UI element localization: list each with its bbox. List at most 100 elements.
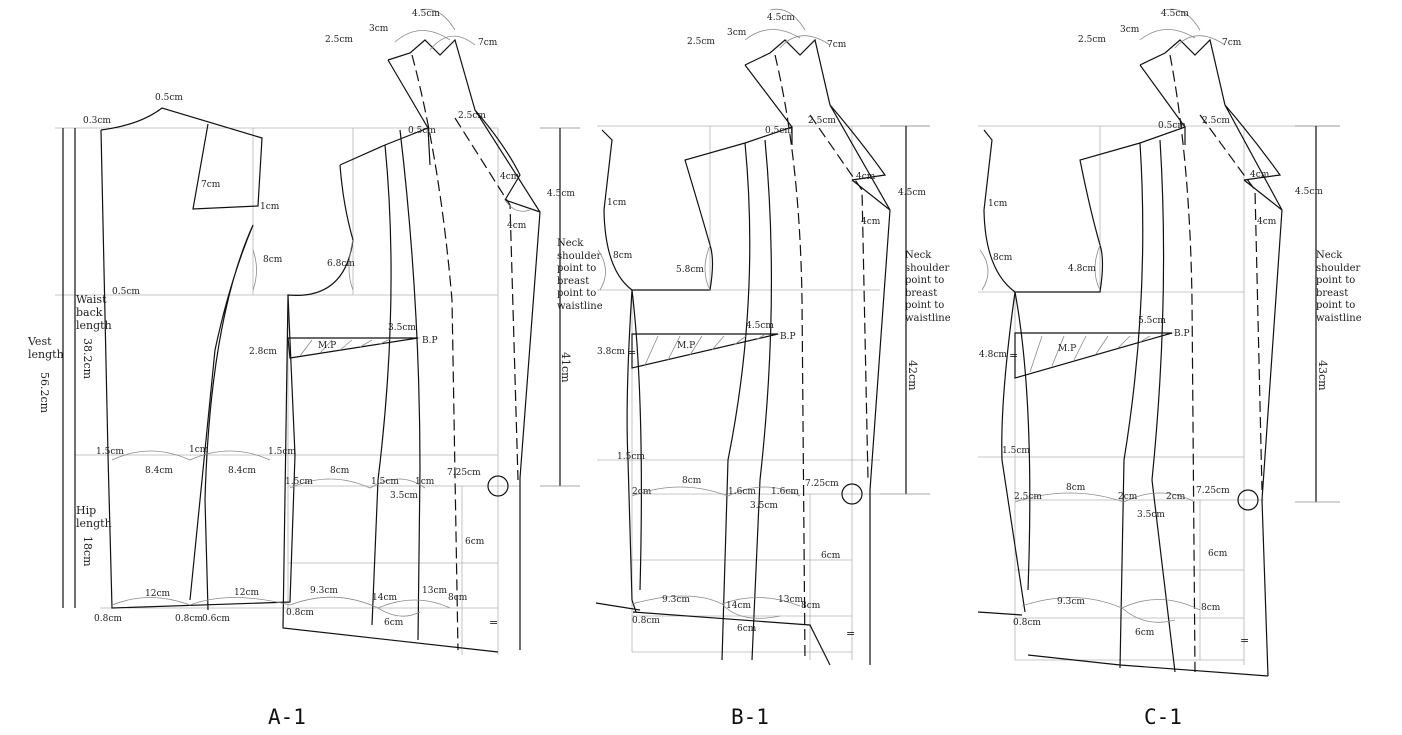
label-c1-bp: B.P bbox=[1174, 329, 1190, 339]
label-a1-m27: 1cm bbox=[415, 477, 435, 487]
label-a1-m20: 1cm bbox=[189, 445, 209, 455]
panel-a1-back-piece bbox=[100, 107, 354, 609]
label-b1-m25: 13cm bbox=[778, 595, 803, 605]
label-a1-m9: 3.5cm bbox=[388, 323, 416, 333]
label-b1-m10: 4.5cm bbox=[898, 188, 926, 198]
panel-a1-side-panel bbox=[189, 224, 499, 653]
label-c1-m12: 3cm bbox=[1120, 25, 1140, 35]
label-a1-mp: M.P bbox=[318, 341, 336, 351]
label-a1-m22: 8.4cm bbox=[145, 466, 173, 476]
label-a1-m10: 0.5cm bbox=[408, 126, 436, 136]
label-b1-mp: M.P bbox=[677, 341, 695, 351]
panel-b1: 1cm 8cm 5.8cm 3.8cm 4.5cm 0.5cm 2.5cm 4c… bbox=[595, 8, 950, 729]
panel-a1-dimension-lines bbox=[62, 127, 580, 608]
panel-a1-dart bbox=[287, 337, 419, 359]
label-b1-m13: 4.5cm bbox=[767, 13, 795, 23]
label-a1-m41: 0.8cm bbox=[286, 608, 314, 618]
label-a1-m16: 3cm bbox=[369, 24, 389, 34]
label-a1-m36: 8cm bbox=[448, 593, 468, 603]
label-b1-equal: = bbox=[846, 627, 855, 640]
label-a1-vest-length-value: 56.2cm bbox=[38, 372, 51, 414]
panel-c1-front-dashed bbox=[1169, 54, 1263, 673]
label-c1-neck-shoulder-fo: Neck shoulder point to breast point to w… bbox=[1316, 250, 1362, 324]
label-a1-m1: 0.5cm bbox=[155, 93, 183, 103]
label-c1-m1: 1cm bbox=[988, 199, 1008, 209]
label-a1-m31: 12cm bbox=[145, 589, 170, 599]
caption-c1: C-1 bbox=[1144, 705, 1182, 729]
label-b1-m7: 2.5cm bbox=[808, 116, 836, 126]
label-a1-m3: 7cm bbox=[201, 180, 221, 190]
label-b1-neck-value: 42cm bbox=[906, 360, 919, 391]
label-c1-equal: = bbox=[1240, 634, 1249, 647]
label-c1-m20: 7.25cm bbox=[1196, 486, 1230, 496]
panel-c1-dart bbox=[1014, 332, 1173, 379]
label-b1-m3: 5.8cm bbox=[676, 265, 704, 275]
label-a1-m12: 4cm bbox=[500, 172, 520, 182]
label-b1-m22: 6cm bbox=[821, 551, 841, 561]
panel-c1-back-piece bbox=[983, 126, 1186, 293]
label-b1-m19: 1.6cm bbox=[771, 487, 799, 497]
label-c1-m25: 8cm bbox=[1201, 603, 1221, 613]
label-b1-m17: 8cm bbox=[682, 476, 702, 486]
label-b1-m18: 1.6cm bbox=[728, 487, 756, 497]
label-a1-hip-length-value: 18cm bbox=[81, 536, 94, 567]
label-c1-m13: 4.5cm bbox=[1161, 9, 1189, 19]
panel-b1-side-panel bbox=[595, 289, 831, 666]
label-b1-equal-2: = bbox=[627, 346, 636, 359]
label-c1-m14: 7cm bbox=[1222, 38, 1242, 48]
label-c1-m2: 8cm bbox=[993, 253, 1013, 263]
panel-c1-annotations: 1cm 8cm 4.8cm 4.8cm 5.5cm 0.5cm 2.5cm 4c… bbox=[979, 9, 1323, 647]
panel-b1-dart-hatch bbox=[644, 334, 765, 366]
panel-b1-front-piece bbox=[721, 38, 891, 665]
label-b1-neck-shoulder: Neck shoulder point to breast point to w… bbox=[905, 250, 950, 324]
panel-a1-front-piece bbox=[339, 38, 541, 650]
label-c1-m11: 2.5cm bbox=[1078, 35, 1106, 45]
label-c1-m4: 4.8cm bbox=[979, 350, 1007, 360]
panel-b1-dimension-lines bbox=[880, 125, 930, 495]
label-a1-m18: 7cm bbox=[478, 38, 498, 48]
label-b1-m20: 7.25cm bbox=[805, 479, 839, 489]
label-c1-m23: 9.3cm bbox=[1057, 597, 1085, 607]
label-c1-m24: 6cm bbox=[1135, 628, 1155, 638]
panel-b1-reference-circle bbox=[841, 483, 863, 505]
label-a1-m2: 0.3cm bbox=[83, 116, 111, 126]
panel-c1-arcs bbox=[979, 8, 1226, 623]
label-c1-neck-shoulder: Neck shoulder point to breast point to w… bbox=[1316, 250, 1362, 324]
label-c1-neck-value: 43cm bbox=[1316, 360, 1329, 391]
label-a1-waist-back-length: Waist back length bbox=[76, 293, 112, 332]
label-a1-m24: 1.5cm bbox=[285, 477, 313, 487]
panel-a1-front-dashed bbox=[411, 54, 519, 651]
panel-a1-annotations: 0.5cm 0.3cm 7cm 1cm 8cm 6.8cm 0.5cm 2.8c… bbox=[83, 9, 575, 629]
caption-a1: A-1 bbox=[268, 705, 306, 729]
panel-b1-dart bbox=[631, 333, 779, 369]
panel-c1-dimension-lines bbox=[1295, 125, 1340, 503]
label-b1-m23: 9.3cm bbox=[662, 595, 690, 605]
label-a1-m13: 4cm bbox=[507, 221, 527, 231]
panel-b1-grid bbox=[597, 125, 930, 660]
panel-a1: 0.5cm 0.3cm 7cm 1cm 8cm 6.8cm 0.5cm 2.8c… bbox=[28, 8, 602, 729]
panel-a1-grid bbox=[55, 127, 520, 655]
panel-a1-dart-hatch bbox=[299, 338, 391, 357]
label-b1-neck-shoulder-fo: Neck shoulder point to breast point to w… bbox=[905, 250, 950, 324]
label-a1-waist-back-fo: Waist back length bbox=[76, 293, 112, 332]
label-c1-m22: 6cm bbox=[1208, 549, 1228, 559]
label-a1-m25: 8cm bbox=[330, 466, 350, 476]
label-a1-m11: 2.5cm bbox=[458, 111, 486, 121]
label-b1-m12: 3cm bbox=[727, 28, 747, 38]
label-a1-hip-length: Hip length bbox=[76, 504, 112, 530]
label-c1-m18: 2cm bbox=[1118, 492, 1138, 502]
label-a1-m30: 6cm bbox=[465, 537, 485, 547]
label-c1-equal-2: = bbox=[1009, 349, 1018, 362]
label-a1-neck-shoulder: Neck shoulder point to breast point to w… bbox=[557, 238, 602, 312]
label-a1-m38: 0.8cm bbox=[94, 614, 122, 624]
label-b1-m15: 1.5cm bbox=[617, 452, 645, 462]
label-a1-neck-value: 41cm bbox=[559, 352, 572, 383]
label-b1-m27: 6cm bbox=[737, 624, 757, 634]
label-c1-m17: 8cm bbox=[1066, 483, 1086, 493]
label-b1-m9: 4cm bbox=[861, 217, 881, 227]
label-c1-m8: 4cm bbox=[1250, 170, 1270, 180]
label-a1-m23: 8.4cm bbox=[228, 466, 256, 476]
label-c1-mp: M.P bbox=[1058, 344, 1076, 354]
label-a1-m40: 0.6cm bbox=[202, 614, 230, 624]
